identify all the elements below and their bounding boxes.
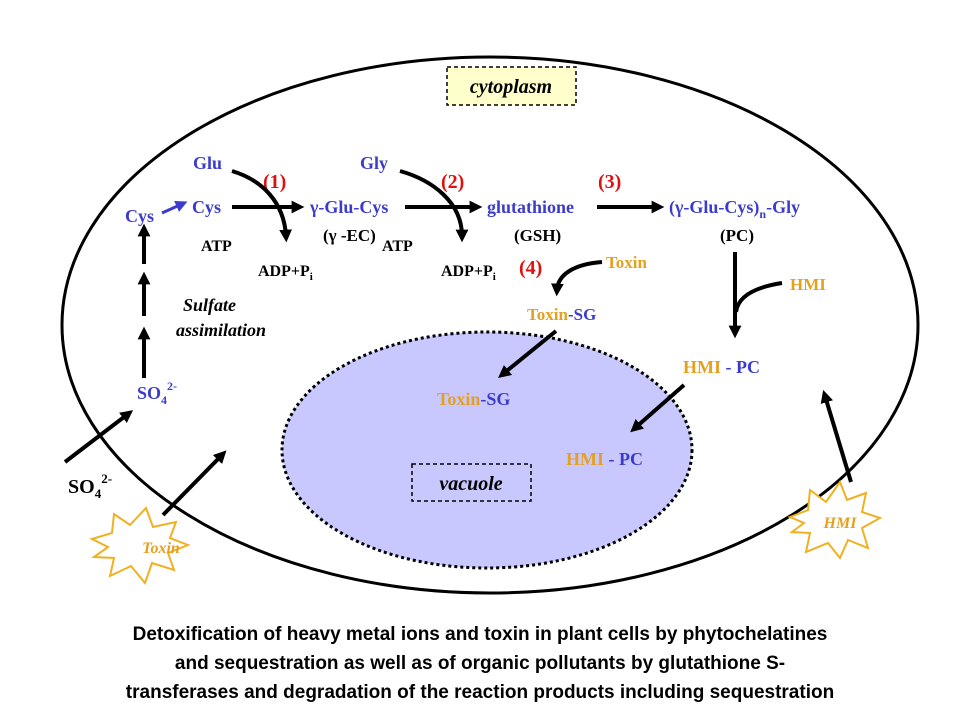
so4-inside-label: SO42- [137,379,177,407]
hmi-pc-to-vacuole-arrow [630,383,686,433]
cys-left-blue-arrow [161,200,188,215]
toxin-conjugation-curve-arrow [551,260,603,297]
gamma-ec-label: (γ -EC) [323,226,376,245]
so4-inside-sub: 4 [161,393,167,407]
cytoplasm-label-box [446,66,577,106]
caption-line-2: and sequestration as well as of organic … [174,653,786,674]
toxin-burst-shape [89,506,191,586]
step-3-label: (3) [598,171,621,193]
step-2-label: (2) [441,171,464,193]
so4-outside-main: SO [68,476,95,498]
hmi-uptake-arrow [820,389,853,483]
adp-label-2-main: ADP+P [441,263,493,280]
toxin-sg-vacuole-sg: -SG [480,389,510,409]
glu-label: Glu [193,153,222,173]
so4-uptake-arrow [63,410,134,464]
adp-label-1-sub: i [310,271,313,283]
cys-left-label: Cys [125,206,154,226]
pc-formula-tail: -Gly [766,197,800,217]
so4-outside-sub: 4 [95,486,102,501]
adp-label-2-sub: i [493,271,496,283]
atp-label-2: ATP [382,238,413,255]
so4-inside-sup: 2- [167,379,177,393]
hmi-burst-shape [787,479,883,560]
toxin-label: Toxin [606,253,648,272]
adp-label-1: ADP+Pi [258,263,313,283]
gly-atp-curve-arrow [399,169,469,243]
toxin-uptake-arrow [161,450,227,517]
cytoplasm-label: cytoplasm [470,76,552,98]
so4-outside-label: SO42- [68,471,112,501]
sulfate-assimilation-line2: assimilation [176,320,266,340]
pc-formula-main: (γ-Glu-Cys) [669,197,759,218]
adp-label-2: ADP+Pi [441,263,496,283]
hmi-binding-curve-arrow [734,281,783,313]
so4-inside-main: SO [137,383,161,403]
so4-outside-sup: 2- [101,471,112,486]
glutathione-label: glutathione [487,197,574,217]
toxin-sg-toxin: Toxin [527,305,569,324]
pc-formula-sub: n [759,207,766,221]
step-1-label: (1) [263,171,286,193]
hmi-pc-hmi: HMI [683,357,721,377]
gamma-glu-cys-label: γ-Glu-Cys [309,197,388,217]
cys-label: Cys [192,197,221,217]
caption-line-3: transferases and degradation of the reac… [125,682,835,703]
toxin-sg-sg: -SG [568,305,596,324]
atp-label-1: ATP [201,238,232,255]
hmi-pc-vacuole-hmi: HMI [566,449,604,469]
toxin-sg-to-vacuole-arrow [498,329,558,379]
hmi-pc-label: HMI - PC [683,357,760,377]
step-4-label: (4) [519,257,542,279]
hmi-pc-vacuole-pc: - PC [604,449,643,469]
hmi-label: HMI [790,275,826,294]
caption-line-1: Detoxification of heavy metal ions and t… [132,624,828,645]
toxin-burst-label: Toxin [142,540,180,557]
adp-label-1-main: ADP+P [258,263,310,280]
vacuole-label-box [411,463,532,502]
hmi-burst-label: HMI [823,515,858,532]
vacuole [280,330,694,570]
hmi-pc-pc: - PC [721,357,760,377]
sulfate-assimilation-line1: Sulfate [183,295,236,315]
pc-abbrev-label: (PC) [720,226,754,245]
hmi-pc-vacuole-label: HMI - PC [566,449,643,469]
gly-label: Gly [360,153,388,173]
gsh-label: (GSH) [514,226,561,245]
glu-atp-curve-arrow [231,169,293,243]
toxin-sg-vacuole-toxin: Toxin [437,389,480,409]
cell-diagram: cytoplasm vacuole Glu Cys Cys Gly γ-Glu-… [60,55,920,595]
cell-membrane [60,55,920,595]
toxin-sg-label: Toxin-SG [527,305,596,324]
figure-caption: Detoxification of heavy metal ions and t… [0,620,960,707]
vacuole-label: vacuole [439,473,502,495]
toxin-sg-vacuole-label: Toxin-SG [437,389,510,409]
pc-formula: (γ-Glu-Cys)n-Gly [669,197,800,221]
